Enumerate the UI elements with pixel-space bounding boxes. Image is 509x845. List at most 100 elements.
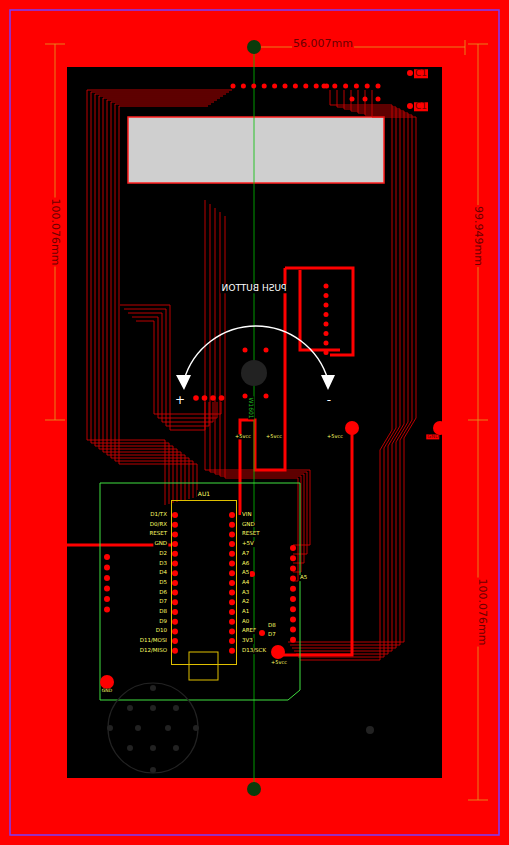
- pin-hole: [127, 705, 133, 711]
- pad: [172, 561, 178, 567]
- dimension-lines: [45, 40, 488, 800]
- pad: [332, 84, 337, 89]
- pin-name: A3: [241, 590, 250, 596]
- pad: [272, 84, 277, 89]
- pad: [172, 531, 178, 537]
- pad: [104, 596, 110, 602]
- pad: [229, 570, 235, 576]
- pin-hole: [193, 725, 199, 731]
- pad: [229, 619, 235, 625]
- pin-hole: [150, 705, 156, 711]
- pin-name: A5: [299, 575, 308, 581]
- module-footprint: AU1: [171, 500, 237, 665]
- pad: [324, 322, 329, 327]
- pin-name: A1: [241, 609, 250, 615]
- pin-name: A5: [241, 570, 250, 576]
- push-button: [241, 360, 267, 386]
- pin-name: A2: [241, 599, 250, 605]
- pin-hole: [173, 705, 179, 711]
- pad: [290, 586, 296, 592]
- pin-name: A6: [241, 561, 250, 567]
- pad: [172, 609, 178, 615]
- pad: [262, 84, 267, 89]
- pin-hole: [150, 685, 156, 691]
- pin-hole: [150, 767, 156, 773]
- pad: [104, 575, 110, 581]
- dimension: 99.949mm: [472, 205, 484, 267]
- pad: [345, 421, 359, 435]
- pad: [229, 561, 235, 567]
- pin-name: D11/MOSI: [139, 638, 168, 644]
- pad: [231, 84, 236, 89]
- pad: [229, 531, 235, 537]
- pad: [324, 331, 329, 336]
- mount-hole: [247, 40, 261, 54]
- pad: [172, 599, 178, 605]
- pad: [172, 638, 178, 644]
- pad: [193, 395, 199, 401]
- pin-name: GND: [153, 541, 168, 547]
- pad: [219, 395, 225, 401]
- board-edge: [10, 10, 499, 835]
- pin-name: RESET: [148, 532, 168, 538]
- pin-name: A7: [241, 551, 250, 557]
- pad: [290, 606, 296, 612]
- pad: [229, 599, 235, 605]
- pin-name: D6: [158, 590, 168, 596]
- pad: [324, 284, 329, 289]
- pad: [229, 512, 235, 518]
- pin-name: D13/SCK: [241, 648, 267, 654]
- polarity-mark: -: [326, 394, 332, 407]
- pad: [350, 97, 355, 102]
- pad: [365, 84, 370, 89]
- pad: [104, 554, 110, 560]
- net-label: +5vcc: [234, 434, 252, 439]
- pad: [229, 551, 235, 557]
- pin-hole: [127, 745, 133, 751]
- net-label: +5vcc: [265, 434, 283, 439]
- net-label: GND: [101, 689, 113, 694]
- pin-name: RESET: [241, 532, 261, 538]
- pad: [172, 512, 178, 518]
- net-label: +5vcc: [270, 660, 288, 665]
- mount-hole: [247, 782, 261, 796]
- pad: [271, 645, 285, 659]
- pin-name: D9: [158, 619, 168, 625]
- lcd-window: [128, 117, 384, 183]
- pad: [283, 84, 288, 89]
- pin-name: AREF: [241, 629, 257, 635]
- pin-name: 3V3: [241, 638, 254, 644]
- pad: [172, 648, 178, 654]
- pad: [104, 607, 110, 613]
- pin-hole: [107, 725, 113, 731]
- pad: [172, 580, 178, 586]
- signal-traces: [87, 90, 416, 660]
- pad: [290, 555, 296, 561]
- pad: [324, 303, 329, 308]
- pad: [229, 522, 235, 528]
- net-label: +5vcc: [326, 434, 344, 439]
- dimension: 100.076mm: [476, 578, 488, 647]
- pad: [229, 628, 235, 634]
- pin-name: D2: [158, 551, 168, 557]
- pad: [354, 84, 359, 89]
- pin-name: D1/TX: [149, 512, 168, 518]
- keepout-area: [67, 67, 442, 778]
- pad: [241, 84, 246, 89]
- pad: [251, 84, 256, 89]
- pad: [324, 341, 329, 346]
- pin-name: D4: [158, 570, 168, 576]
- pin-name: D5: [158, 580, 168, 586]
- pad: [407, 70, 413, 76]
- reference-designator: AU1: [197, 490, 211, 497]
- pin-hole: [150, 745, 156, 751]
- pad: [229, 638, 235, 644]
- pad: [259, 630, 265, 636]
- pin-name: D8: [158, 609, 168, 615]
- usb-outline: [189, 652, 218, 680]
- pad: [290, 627, 296, 633]
- pin-name: D0/RX: [149, 522, 168, 528]
